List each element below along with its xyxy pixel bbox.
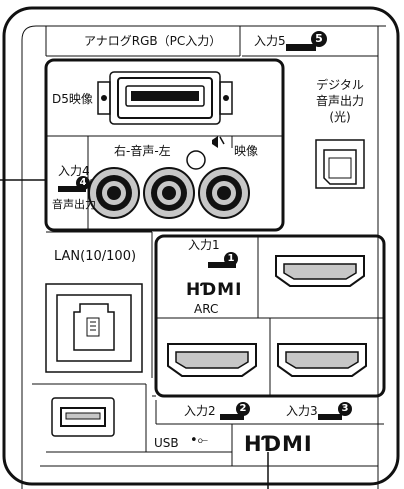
speaker-icon <box>212 136 218 148</box>
d5-video-port[interactable] <box>98 72 232 124</box>
audio-out-label: 音声出力 <box>52 198 96 211</box>
hdmi-port-3[interactable] <box>277 343 367 377</box>
input3-label: 入力3 <box>286 404 318 418</box>
optical-digital-out-port[interactable] <box>316 140 364 188</box>
input4-label: 入力4 <box>58 164 90 178</box>
input5-label: 入力5 <box>254 34 286 48</box>
digital-audio-label-3: (光) <box>329 110 351 124</box>
hdmi-port-1[interactable] <box>275 255 365 287</box>
digital-audio-label-1: デジタル <box>316 78 364 92</box>
analog-rgb-label: アナログRGB（PC入力） <box>84 34 222 48</box>
hdmi-logo-small: HƊMI <box>186 280 243 300</box>
lan-port[interactable] <box>57 295 131 361</box>
input2-badge: 2 <box>236 402 250 416</box>
input5-badge: 5 <box>311 31 327 47</box>
rca-jack-video[interactable] <box>198 167 250 219</box>
audio-lr-label: 右-音声-左 <box>114 144 171 158</box>
d5-video-label: D5映像 <box>52 92 93 106</box>
rca-jack-right[interactable] <box>88 167 140 219</box>
input4-suffix: / <box>88 177 92 190</box>
rca-jack-left[interactable] <box>143 167 195 219</box>
hdmi-port-2[interactable] <box>167 343 257 377</box>
input1-label: 入力1 <box>188 238 220 252</box>
input2-label: 入力2 <box>184 404 216 418</box>
video-label: 映像 <box>234 144 259 158</box>
usb-icon: •⟜ <box>190 433 209 448</box>
input3-badge: 3 <box>338 402 352 416</box>
usb-port[interactable] <box>52 398 114 436</box>
arc-label: ARC <box>194 302 219 316</box>
input4-badge: 4 <box>76 176 90 190</box>
lan-label: LAN(10/100) <box>54 249 137 264</box>
digital-audio-label-2: 音声出力 <box>315 94 364 108</box>
input1-badge: 1 <box>224 252 238 266</box>
hdmi-logo-large: HƊMI <box>244 432 313 456</box>
analog-rgb-input-area[interactable] <box>46 26 240 56</box>
usb-label: USB <box>154 436 179 450</box>
